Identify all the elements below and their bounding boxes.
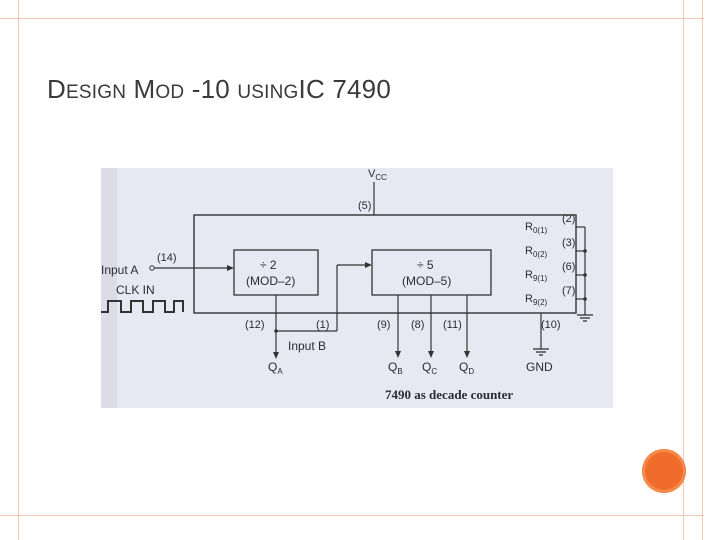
pin-12-label: (12)	[245, 319, 265, 331]
pin-6-label: (6)	[562, 261, 575, 273]
qd-arrow	[464, 351, 470, 358]
qb-arrow	[395, 351, 401, 358]
figure-background	[101, 168, 613, 408]
frame-bottom-line	[0, 515, 704, 516]
title-part: D	[47, 74, 66, 104]
qd-label: QD	[459, 360, 474, 376]
qa-arrow	[273, 352, 279, 359]
junction-dot	[583, 249, 587, 253]
qc-label: QC	[422, 360, 437, 376]
title-part: -10	[184, 74, 238, 104]
pin-10-label: (10)	[541, 319, 561, 331]
r01-label: R0(1)	[525, 221, 548, 235]
frame-vertical-bar	[683, 0, 703, 540]
vcc-label: VCC	[368, 168, 387, 182]
pin-11-label: (11)	[443, 319, 462, 331]
diagram-caption: 7490 as decade counter	[385, 387, 513, 402]
qc-arrow	[428, 351, 434, 358]
div5-mod-label: (MOD–5)	[402, 274, 451, 288]
pin-5-label: (5)	[358, 200, 371, 212]
title-part: OD	[155, 82, 185, 103]
slide-title: DESIGN MOD -10 USINGIC 7490	[47, 74, 391, 105]
pin-7-label: (7)	[562, 285, 575, 297]
input-b-label: Input B	[288, 339, 326, 353]
div5-input-arrow	[365, 262, 372, 268]
div2-label: ÷ 2	[260, 258, 277, 272]
r92-label: R9(2)	[525, 293, 548, 307]
scan-edge	[101, 168, 117, 408]
title-part: M	[126, 74, 156, 104]
frame-top-line	[0, 18, 704, 19]
decorative-orange-circle	[642, 449, 686, 493]
pin-9-label: (9)	[377, 319, 390, 331]
input-a-arrow	[227, 265, 234, 271]
title-part: ESIGN	[65, 82, 127, 103]
junction-dot	[583, 273, 587, 277]
div5-label: ÷ 5	[417, 258, 434, 272]
ic-outline	[193, 214, 577, 314]
r02-label: R0(2)	[525, 245, 548, 259]
qb-label: QB	[388, 360, 403, 376]
pin-14-label: (14)	[157, 252, 177, 264]
pin-3-label: (3)	[562, 237, 575, 249]
pin-1-label: (1)	[316, 319, 329, 331]
frame-left-line	[18, 0, 19, 540]
clock-waveform	[101, 300, 184, 313]
title-part: IC 7490	[298, 74, 391, 104]
clk-in-label: CLK IN	[116, 283, 155, 297]
qa-label: QA	[268, 360, 283, 376]
pin-2-label: (2)	[562, 213, 575, 225]
gnd-label: GND	[526, 360, 553, 374]
diagram-svg: VCC (5) ÷ 2 (MOD–2) ÷ 5 (MOD–5) Input A …	[101, 168, 613, 408]
div2-mod-label: (MOD–2)	[246, 274, 295, 288]
ic7490-diagram: VCC (5) ÷ 2 (MOD–2) ÷ 5 (MOD–5) Input A …	[101, 168, 613, 408]
pin-8-label: (8)	[411, 319, 424, 331]
junction-dot	[583, 297, 587, 301]
input-a-label: Input A	[101, 263, 138, 277]
r91-label: R9(1)	[525, 269, 548, 283]
title-part: USING	[237, 82, 299, 103]
